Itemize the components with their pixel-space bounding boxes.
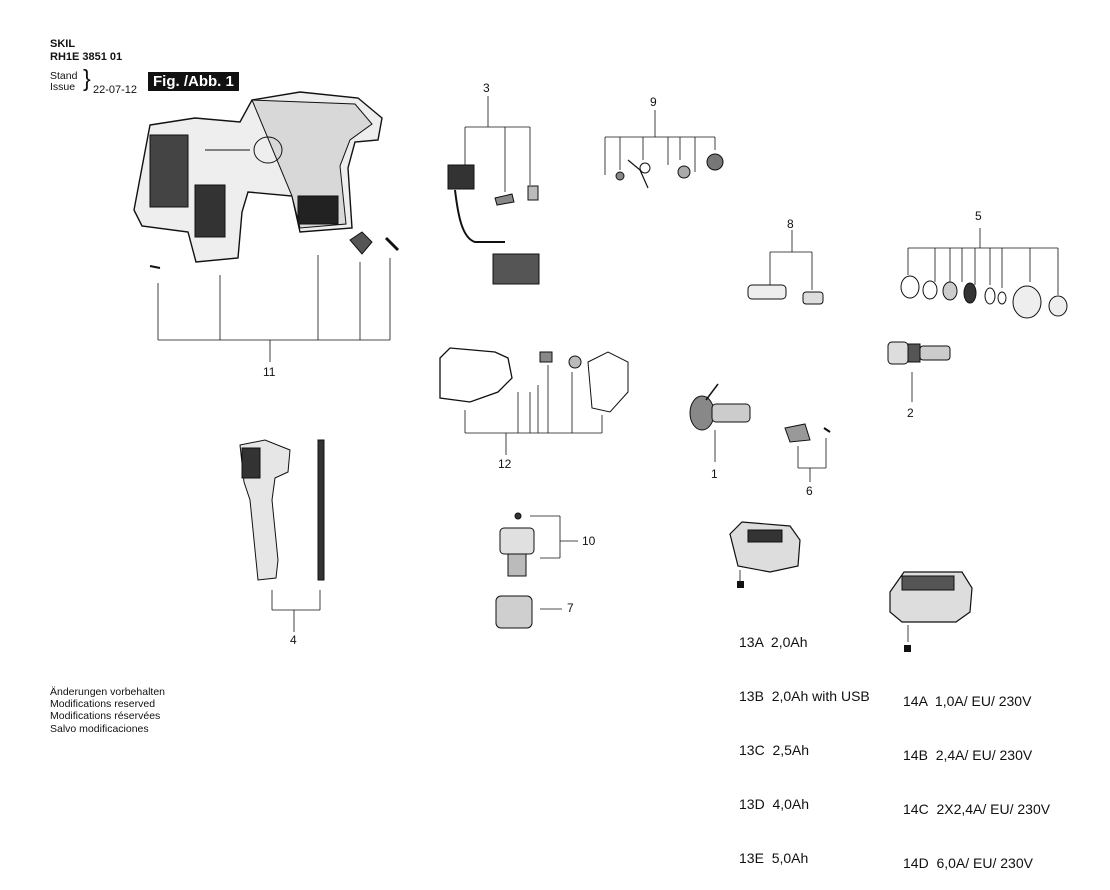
- battery-variant-item: 13E 5,0Ah: [739, 849, 870, 867]
- callout-10: 10: [582, 534, 596, 548]
- charger-variant-item: 14C 2X2,4A/ EU/ 230V: [903, 800, 1050, 818]
- charger-variant-item: 14B 2,4A/ EU/ 230V: [903, 746, 1050, 764]
- variant-code: 13A: [739, 634, 764, 650]
- variant-code: 14B: [903, 747, 928, 763]
- battery-variant-item: 13C 2,5Ah: [739, 741, 870, 759]
- charger-icon: [889, 571, 973, 642]
- callout-7: 7: [567, 601, 574, 615]
- variant-code: 13E: [739, 850, 764, 866]
- variant-code: 14A: [903, 693, 928, 709]
- exploded-view-drawing: [133, 91, 1068, 642]
- variant-spec: 1,0A/ EU/ 230V: [934, 693, 1032, 709]
- figure-label: Fig. /Abb. 1: [148, 72, 239, 91]
- callout-8: 8: [787, 217, 794, 231]
- battery-variant-item: 13B 2,0Ah with USB: [739, 687, 870, 705]
- callout-4: 4: [290, 633, 297, 647]
- model-number: RH1E 3851 01: [50, 51, 123, 63]
- variant-spec: 2,0Ah: [770, 634, 808, 650]
- stand-issue-label: Stand Issue: [50, 71, 77, 93]
- battery-variant-item: 13D 4,0Ah: [739, 795, 870, 813]
- battery-variant-list: 13A 2,0Ah 13B 2,0Ah with USB 13C 2,5Ah 1…: [739, 597, 870, 885]
- note-en: Modifications reserved: [50, 698, 156, 711]
- callout-6: 6: [806, 484, 813, 498]
- brace-glyph: }: [83, 65, 91, 91]
- variant-spec: 2,5Ah: [772, 742, 810, 758]
- callout-11: 11: [263, 365, 276, 379]
- issue-label: Issue: [50, 81, 76, 93]
- callout-9: 9: [650, 95, 657, 109]
- charger-variant-list: 14A 1,0A/ EU/ 230V 14B 2,4A/ EU/ 230V 14…: [903, 656, 1050, 890]
- callout-12: 12: [498, 457, 512, 471]
- variant-spec: 2,0Ah with USB: [771, 688, 870, 704]
- callout-5: 5: [975, 209, 982, 223]
- battery-variant-item: 13A 2,0Ah: [739, 633, 870, 651]
- callout-3: 3: [483, 81, 490, 95]
- battery-marker: [737, 581, 744, 588]
- note-de: Änderungen vorbehalten: [50, 686, 166, 698]
- issue-date: 22-07-12: [93, 84, 138, 96]
- variant-code: 14D: [903, 855, 929, 871]
- charger-variant-item: 14D 6,0A/ EU/ 230V: [903, 854, 1050, 872]
- battery-pack-icon: [729, 521, 801, 582]
- variant-spec: 4,0Ah: [772, 796, 810, 812]
- variant-spec: 6,0A/ EU/ 230V: [936, 855, 1033, 871]
- variant-code: 13C: [739, 742, 765, 758]
- stand-label: Stand: [50, 70, 78, 82]
- variant-code: 14C: [903, 801, 929, 817]
- variant-spec: 2X2,4A/ EU/ 230V: [936, 801, 1051, 817]
- brand-name: SKIL: [50, 38, 76, 50]
- variant-spec: 2,4A/ EU/ 230V: [935, 747, 1033, 763]
- variant-spec: 5,0Ah: [771, 850, 809, 866]
- charger-marker: [904, 645, 911, 652]
- housing-drawing-icon: [133, 91, 383, 263]
- charger-variant-item: 14A 1,0A/ EU/ 230V: [903, 692, 1050, 710]
- note-fr: Modifications réservées: [50, 710, 161, 723]
- note-es: Salvo modificaciones: [50, 722, 149, 735]
- modification-notes: Änderungen vorbehalten Modifications res…: [50, 686, 165, 735]
- variant-code: 13B: [739, 688, 764, 704]
- variant-code: 13D: [739, 796, 765, 812]
- callout-2: 2: [907, 406, 914, 420]
- callout-1: 1: [711, 467, 718, 481]
